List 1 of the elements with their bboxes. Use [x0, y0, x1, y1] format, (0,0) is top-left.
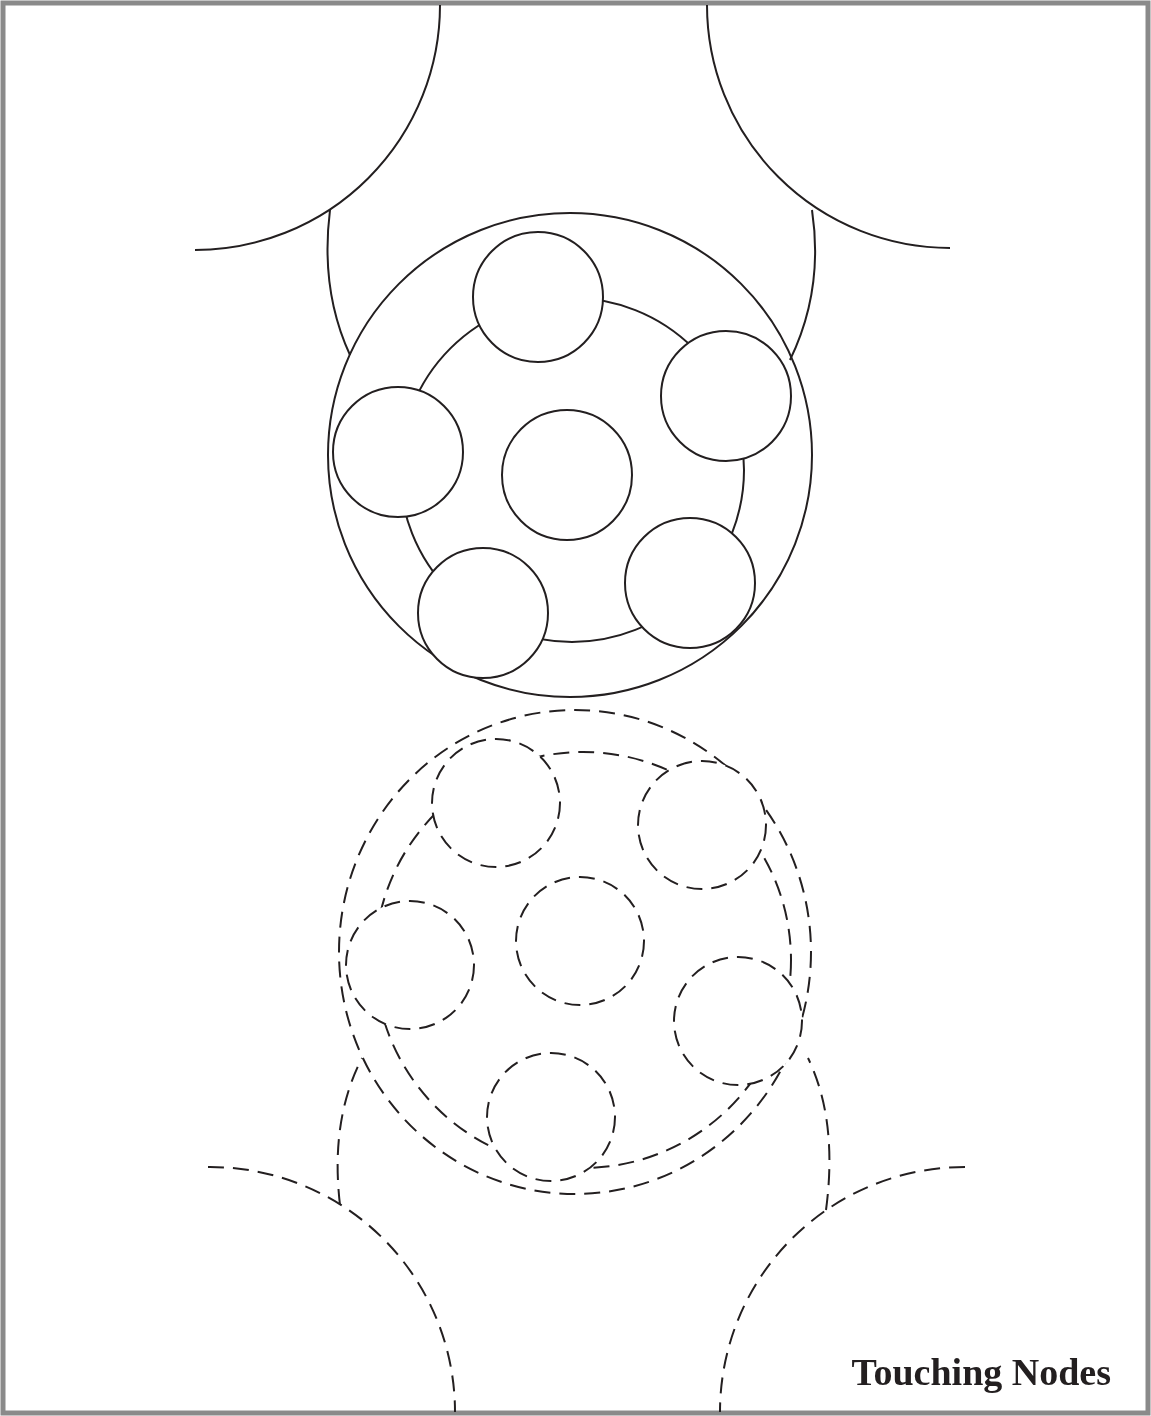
title: Touching Nodes: [851, 1350, 1111, 1394]
